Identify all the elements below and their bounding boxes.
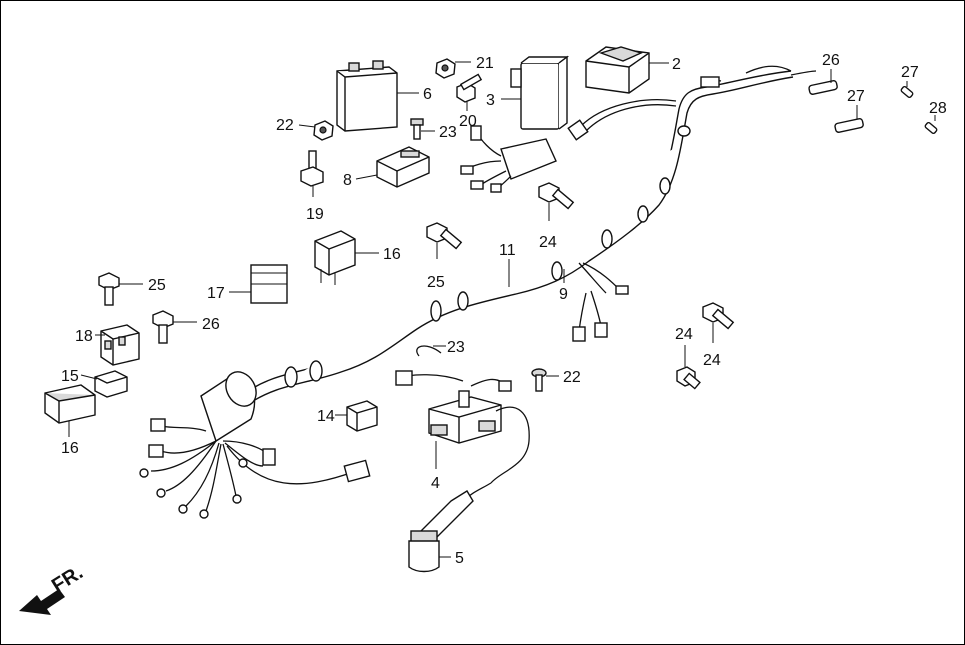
callout-27-lower: 27 — [847, 88, 865, 105]
part-27-fuse-upper — [808, 80, 838, 95]
harness-upper-branch — [567, 65, 817, 141]
part-27-fuse-lower — [834, 118, 864, 133]
part-25-bolt-lower — [426, 222, 463, 250]
callout-8: 8 — [343, 172, 352, 189]
callout-9: 9 — [559, 286, 568, 303]
callout-19-left: 19 — [306, 206, 324, 223]
callout-15: 14 — [317, 408, 335, 425]
part-21-clip — [416, 345, 442, 357]
part-19-bolt-top — [456, 73, 483, 103]
callout-5: 5 — [455, 550, 464, 567]
part-26-bolt-upper — [98, 272, 120, 306]
part-28-fuse-upper — [900, 85, 914, 99]
part-19-bolt-left — [300, 150, 324, 187]
callout-26-lower: 26 — [202, 316, 220, 333]
front-label: FR. — [48, 562, 87, 598]
callout-19-top: 20 — [459, 113, 477, 130]
part-26-bolt-lower — [152, 310, 174, 344]
part-2-cover — [585, 46, 650, 94]
callout-18: 18 — [75, 328, 93, 345]
part-18-fuse-box — [100, 324, 140, 366]
callout-23: 23 — [439, 124, 457, 141]
callout-25-lower: 25 — [427, 274, 445, 291]
front-arrow-icon — [19, 589, 65, 615]
callout-14: 17 — [207, 285, 225, 302]
part-23-screw — [410, 118, 424, 140]
callout-22: 22 — [563, 369, 581, 386]
part-8-relay — [376, 146, 430, 188]
callout-21: 23 — [447, 339, 465, 356]
part-25-bolt-upper — [538, 182, 575, 210]
callout-28-lower: 28 — [929, 100, 947, 117]
callout-3: 3 — [486, 92, 495, 109]
part-17-connector — [44, 384, 96, 424]
part-6-battery — [336, 60, 398, 132]
part-20-nut-left — [313, 120, 334, 141]
part-13-relay — [314, 230, 356, 285]
main-wiring-harness — [139, 65, 817, 519]
wiring-junction-block — [460, 125, 557, 193]
callout-17: 16 — [61, 440, 79, 457]
harness-clamps — [284, 125, 691, 388]
callout-24-right: 24 — [703, 352, 721, 369]
part-24-bolt-right — [702, 302, 735, 330]
harness-branch-right — [572, 262, 629, 342]
part-24-bolt-left — [676, 366, 701, 390]
part-3-regulator — [510, 55, 570, 130]
part-22-screw — [531, 368, 547, 392]
callout-27-upper: 26 — [822, 52, 840, 69]
callout-20-left: 22 — [276, 117, 294, 134]
part-4-ignition-coil — [395, 370, 530, 484]
part-5-spark-plug-cap — [408, 482, 492, 573]
callout-26-upper: 25 — [148, 277, 166, 294]
front-direction-indicator: FR. — [19, 562, 87, 615]
callout-16: 15 — [61, 368, 79, 385]
callout-20-top: 21 — [476, 55, 494, 72]
harness-left-leads — [139, 418, 371, 519]
part-16-relay — [94, 370, 128, 398]
callout-24-left: 24 — [675, 326, 693, 343]
callout-25-upper: 24 — [539, 234, 557, 251]
callout-13: 16 — [383, 246, 401, 263]
part-20-nut-top — [435, 58, 456, 79]
callout-2: 2 — [672, 56, 681, 73]
part-14-cover — [250, 264, 288, 304]
callout-4: 4 — [431, 475, 440, 492]
callout-11: 11 — [499, 242, 516, 259]
part-28-fuse-lower — [924, 121, 938, 135]
part-15-block — [346, 400, 378, 432]
callout-6: 6 — [423, 86, 432, 103]
callout-28-upper: 27 — [901, 64, 919, 81]
